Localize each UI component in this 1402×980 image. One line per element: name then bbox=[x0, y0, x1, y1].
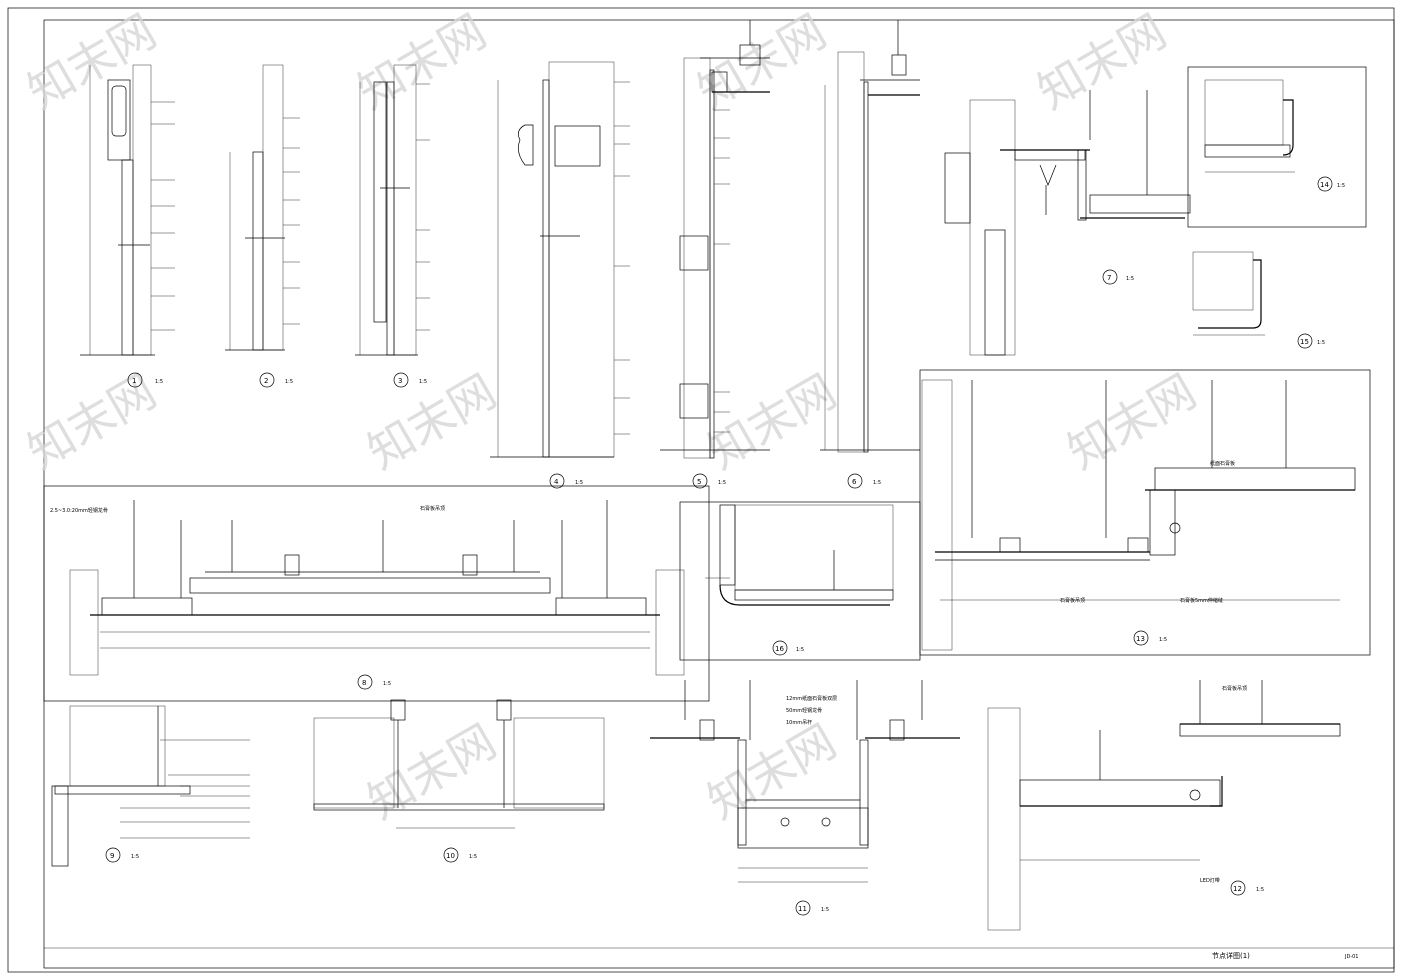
svg-text:1:5: 1:5 bbox=[1126, 276, 1134, 282]
svg-text:4: 4 bbox=[554, 478, 559, 486]
detail-8-ceiling-section: 2.5~3.0:20mm轻钢龙骨 石膏板吊顶 bbox=[43, 485, 710, 702]
svg-text:知末网: 知末网 bbox=[19, 4, 166, 120]
svg-text:知末网: 知末网 bbox=[359, 364, 506, 480]
detail-6-wall-section bbox=[820, 20, 920, 453]
detail-bubble-8: 8 1:5 bbox=[357, 674, 391, 690]
sheet-title: 节点详图(1) bbox=[1212, 951, 1250, 960]
detail-10-slab-section bbox=[313, 699, 605, 829]
d8-note-center: 石膏板吊顶 bbox=[420, 505, 445, 512]
d11-note-c: 10mm吊杆 bbox=[786, 719, 812, 726]
d13-note-a: 石膏板吊顶 bbox=[1060, 597, 1085, 604]
d13-note-b: 纸面石膏板 bbox=[1210, 460, 1235, 467]
svg-text:9: 9 bbox=[110, 852, 114, 860]
detail-bubble-4: 4 1:5 bbox=[549, 473, 583, 489]
svg-text:1:5: 1:5 bbox=[821, 907, 829, 913]
svg-text:1:5: 1:5 bbox=[1256, 887, 1264, 893]
d11-note-a: 12mm纸面石膏板双层 bbox=[786, 695, 837, 702]
detail-bubble-5: 5 1:5 bbox=[692, 473, 726, 489]
svg-text:知末网: 知末网 bbox=[349, 4, 496, 120]
detail-bubble-7: 7 1:5 bbox=[1102, 269, 1134, 285]
svg-text:1:5: 1:5 bbox=[873, 480, 881, 486]
svg-text:1:5: 1:5 bbox=[1337, 183, 1345, 189]
svg-text:1:5: 1:5 bbox=[796, 647, 804, 653]
svg-text:7: 7 bbox=[1107, 274, 1111, 282]
detail-bubble-1: 1 1:5 bbox=[127, 372, 163, 388]
svg-text:知末网: 知末网 bbox=[699, 364, 846, 480]
svg-text:知末网: 知末网 bbox=[689, 4, 836, 120]
d11-note-b: 50mm轻钢龙骨 bbox=[786, 707, 822, 714]
svg-text:11: 11 bbox=[798, 905, 807, 913]
svg-text:5: 5 bbox=[697, 478, 701, 486]
svg-text:1:5: 1:5 bbox=[383, 681, 391, 687]
detail-5-wall-section bbox=[660, 20, 770, 459]
sheet-number: JD-01 bbox=[1344, 954, 1359, 960]
detail-bubble-11: 11 1:5 bbox=[795, 900, 829, 916]
detail-7-ceiling-section bbox=[944, 90, 1191, 356]
svg-text:1:5: 1:5 bbox=[1317, 340, 1325, 346]
svg-text:1:5: 1:5 bbox=[131, 854, 139, 860]
svg-text:1:5: 1:5 bbox=[469, 854, 477, 860]
detail-bubble-13: 13 1:5 bbox=[1133, 630, 1167, 646]
inner-border bbox=[43, 19, 1395, 969]
detail-13-ceiling-section bbox=[919, 369, 1371, 656]
svg-text:1:5: 1:5 bbox=[155, 379, 163, 385]
detail-4-wall-section bbox=[490, 61, 630, 458]
detail-bubble-12: 12 1:5 bbox=[1230, 880, 1264, 896]
svg-text:8: 8 bbox=[362, 679, 366, 687]
d13-note-c: 石膏板5mm伸缩缝 bbox=[1180, 597, 1223, 604]
detail-16-corner-section bbox=[679, 501, 921, 661]
svg-text:14: 14 bbox=[1320, 181, 1329, 189]
svg-text:10: 10 bbox=[446, 852, 455, 860]
detail-bubble-14: 14 1:5 bbox=[1317, 176, 1345, 192]
svg-text:13: 13 bbox=[1136, 635, 1145, 643]
detail-1-wall-section bbox=[80, 64, 175, 356]
svg-text:知末网: 知末网 bbox=[1029, 4, 1176, 120]
watermark-layer: 知末网 知末网 知末网 知末网 知末网 知末网 知末网 知末网 知末网 知末网 bbox=[19, 4, 1206, 830]
detail-3-wall-section bbox=[355, 64, 430, 356]
detail-14-edge-section bbox=[1187, 66, 1367, 228]
svg-text:1: 1 bbox=[132, 377, 136, 385]
detail-15-edge-section bbox=[1192, 251, 1265, 336]
svg-text:1:5: 1:5 bbox=[1159, 637, 1167, 643]
svg-text:16: 16 bbox=[775, 645, 784, 653]
svg-text:知末网: 知末网 bbox=[19, 364, 166, 480]
svg-text:1:5: 1:5 bbox=[285, 379, 293, 385]
svg-text:12: 12 bbox=[1233, 885, 1242, 893]
svg-text:1:5: 1:5 bbox=[419, 379, 427, 385]
svg-text:15: 15 bbox=[1300, 338, 1309, 346]
detail-9-slab-section bbox=[51, 705, 250, 867]
detail-bubble-3: 3 1:5 bbox=[393, 372, 427, 388]
d8-note-left: 2.5~3.0:20mm轻钢龙骨 bbox=[50, 507, 108, 514]
detail-bubble-10: 10 1:5 bbox=[443, 847, 477, 863]
svg-text:6: 6 bbox=[852, 478, 857, 486]
svg-text:知末网: 知末网 bbox=[359, 714, 506, 830]
d12-note-b: 石膏板吊顶 bbox=[1222, 685, 1247, 692]
d12-note-a: LED灯带 bbox=[1200, 877, 1220, 884]
svg-text:知末网: 知末网 bbox=[1059, 364, 1206, 480]
svg-text:1:5: 1:5 bbox=[718, 480, 726, 486]
svg-text:知末网: 知末网 bbox=[699, 714, 846, 830]
detail-bubble-16: 16 1:5 bbox=[772, 640, 804, 656]
svg-text:2: 2 bbox=[264, 377, 268, 385]
detail-bubble-2: 2 1:5 bbox=[259, 372, 293, 388]
detail-12-ceiling-section: 石膏板吊顶 LED灯带 bbox=[987, 680, 1341, 931]
detail-11-ceiling-box: 12mm纸面石膏板双层 50mm轻钢龙骨 10mm吊杆 bbox=[650, 680, 960, 883]
detail-bubble-9: 9 1:5 bbox=[105, 847, 139, 863]
detail-bubble-15: 15 1:5 bbox=[1297, 333, 1325, 349]
svg-text:1:5: 1:5 bbox=[575, 480, 583, 486]
svg-text:3: 3 bbox=[398, 377, 402, 385]
detail-bubble-6: 6 1:5 bbox=[847, 473, 881, 489]
detail-2-wall-section bbox=[225, 64, 300, 351]
